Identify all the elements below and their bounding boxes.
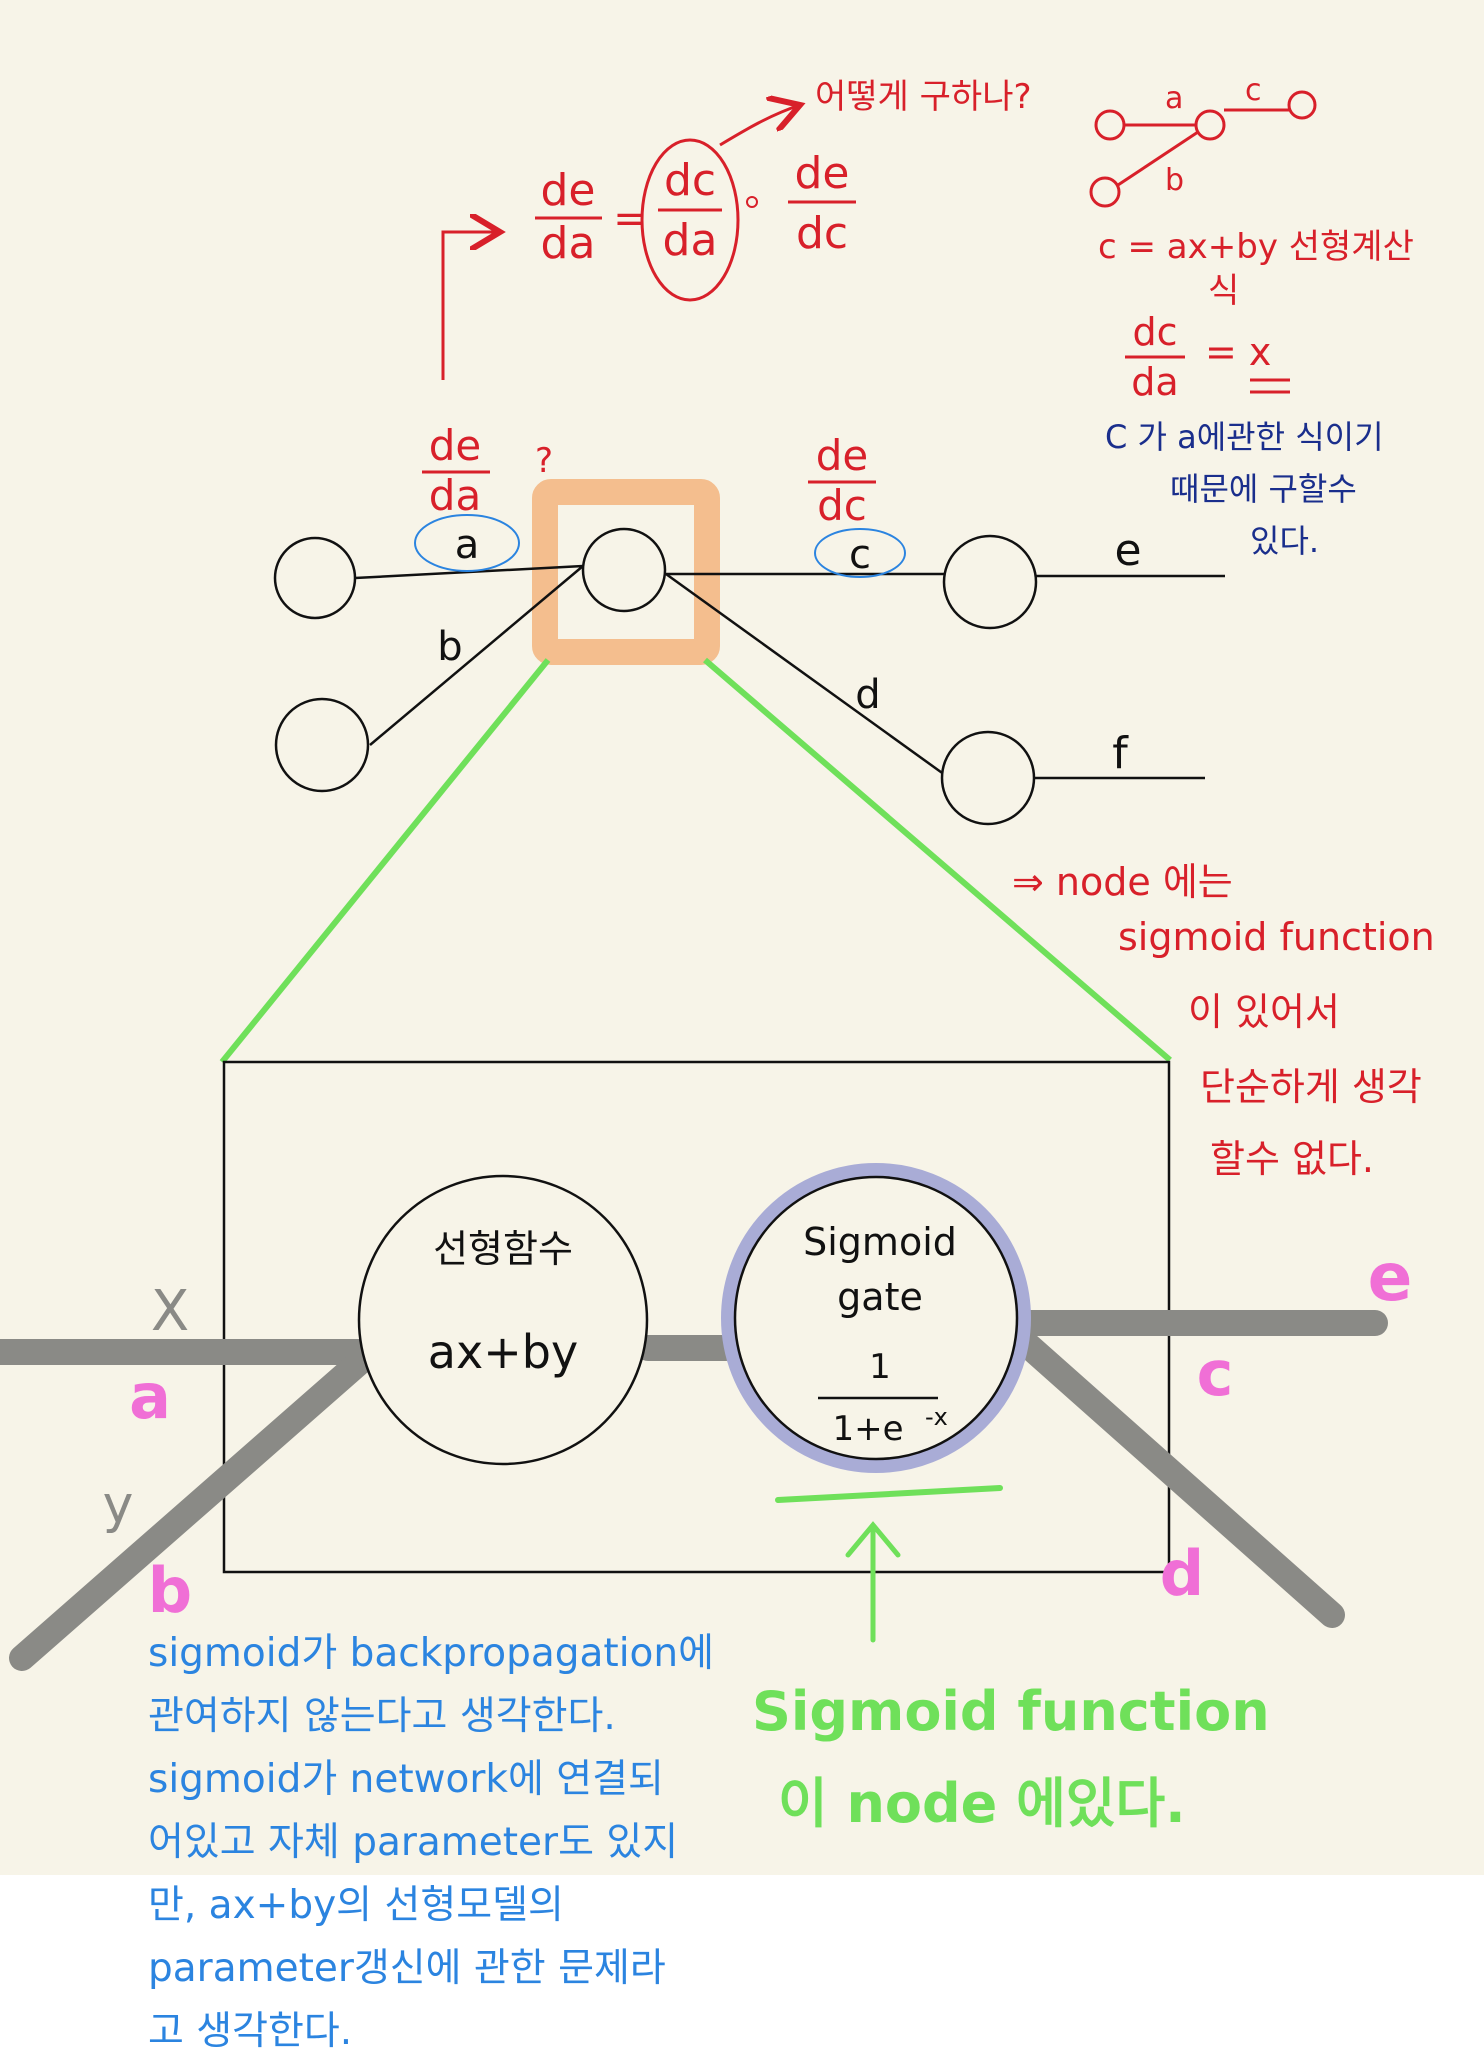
de-da-denominator: da [429, 471, 481, 520]
node-note: ⇒ node 에는 sigmoid function 이 있어서 단순하게 생각… [1012, 860, 1435, 1181]
question-arrow [719, 105, 800, 147]
mid-denominator: da [663, 215, 718, 266]
side-formula-tail: 식 [1208, 271, 1239, 311]
zoom-line-right [703, 657, 1172, 1063]
output-bar-d [1009, 1327, 1345, 1628]
question-mark: ? [535, 441, 553, 481]
hidden-node [581, 527, 667, 613]
zoom-label-b: b [148, 1554, 192, 1627]
side-formula: c = ax+by 선형계산 [1098, 227, 1414, 267]
sigmoid-node-glow [721, 1163, 1031, 1473]
lhs-denominator: da [541, 218, 596, 269]
explain-line-1: C 가 a에관한 식이기 [1105, 418, 1384, 456]
dot-operator [746, 196, 758, 208]
sigmoid-title: Sigmoid [803, 1220, 957, 1264]
output-label-f: f [1112, 728, 1129, 779]
zoom-label-d: d [1160, 1537, 1204, 1610]
green-underline [775, 1485, 1003, 1503]
explain-line-2: 때문에 구할수 [1170, 470, 1357, 508]
de-dc-numerator: de [816, 431, 869, 480]
side-deriv-denominator: da [1131, 360, 1178, 404]
sigmoid-subtitle: gate [837, 1275, 923, 1319]
explain-line-3: 있다. [1250, 522, 1319, 560]
sigmoid-denominator: 1+e [832, 1409, 903, 1449]
de-da-numerator: de [429, 421, 482, 470]
linear-node [357, 1174, 649, 1466]
mini-label-b: b [1165, 163, 1184, 198]
green-note-line-2: 이 node 에있다. [778, 1772, 1186, 1835]
mid-numerator: dc [664, 155, 716, 206]
green-arrow-head [845, 1521, 901, 1558]
green-note: Sigmoid function 이 node 에있다. [752, 1485, 1270, 1835]
green-note-line-1: Sigmoid function [752, 1680, 1270, 1743]
question-text: 어떻게 구하나? [815, 77, 1032, 117]
linear-title: 선형함수 [433, 1227, 573, 1271]
zoom-label-c: c [1197, 1337, 1234, 1410]
node-note-line-2: sigmoid function [1118, 915, 1435, 959]
focus-node-highlight [532, 479, 720, 665]
output-node-2 [940, 730, 1036, 826]
network: de da ? de dc a c b d e f [273, 421, 1225, 826]
node-note-line-1: ⇒ node 에는 [1012, 860, 1233, 904]
input-node-2 [274, 697, 370, 793]
edge-a-circle [414, 514, 520, 572]
lhs-numerator: de [541, 165, 596, 216]
rhs-numerator: de [795, 148, 850, 199]
side-deriv-rhs: = x [1205, 330, 1271, 374]
zoom-label-a: a [129, 1360, 171, 1433]
output-node-1 [942, 534, 1038, 630]
node-note-line-4: 단순하게 생각 [1200, 1065, 1422, 1109]
input-bar-b [9, 1347, 375, 1671]
zoom-label-e: e [1368, 1239, 1413, 1316]
edge-label-a: a [455, 522, 480, 568]
sigmoid-numerator: 1 [869, 1347, 891, 1387]
sigmoid-node [733, 1175, 1019, 1461]
zoom-box: 선형함수 ax+by Sigmoid gate 1 1+e -x X a y b… [0, 1060, 1413, 1671]
edge-label-c: c [849, 532, 871, 578]
zoom-label-y: y [103, 1475, 134, 1535]
bottom-note: sigmoid가 backpropagation에 관여하지 않는다고 생각한다… [148, 1631, 715, 2054]
derivation-arrow [441, 232, 500, 380]
de-dc-denominator: dc [817, 481, 867, 530]
node-note-line-5: 할수 없다. [1210, 1137, 1374, 1181]
node-note-line-3: 이 있어서 [1188, 990, 1340, 1034]
mini-label-a: a [1165, 81, 1183, 116]
zoom-label-x: X [151, 1279, 189, 1344]
paper-background [0, 0, 1484, 1875]
linear-expr: ax+by [428, 1325, 578, 1379]
edge-c-circle [814, 528, 906, 578]
sigmoid-exponent: -x [925, 1403, 948, 1431]
edge-label-d: d [855, 672, 880, 718]
zoom-line-left [219, 658, 551, 1064]
top-derivation: de da = dc da de dc 어떻게 구하나? [441, 77, 1032, 380]
input-node-1 [273, 536, 357, 620]
output-label-e: e [1114, 525, 1141, 576]
edge-label-b: b [437, 624, 462, 670]
highlight-ellipse [640, 138, 740, 302]
mini-label-c: c [1245, 73, 1262, 108]
side-deriv-numerator: dc [1132, 310, 1177, 354]
side-note: a b c c = ax+by 선형계산 식 dc da = x C 가 a에관… [1089, 73, 1414, 560]
rhs-denominator: dc [796, 208, 848, 259]
